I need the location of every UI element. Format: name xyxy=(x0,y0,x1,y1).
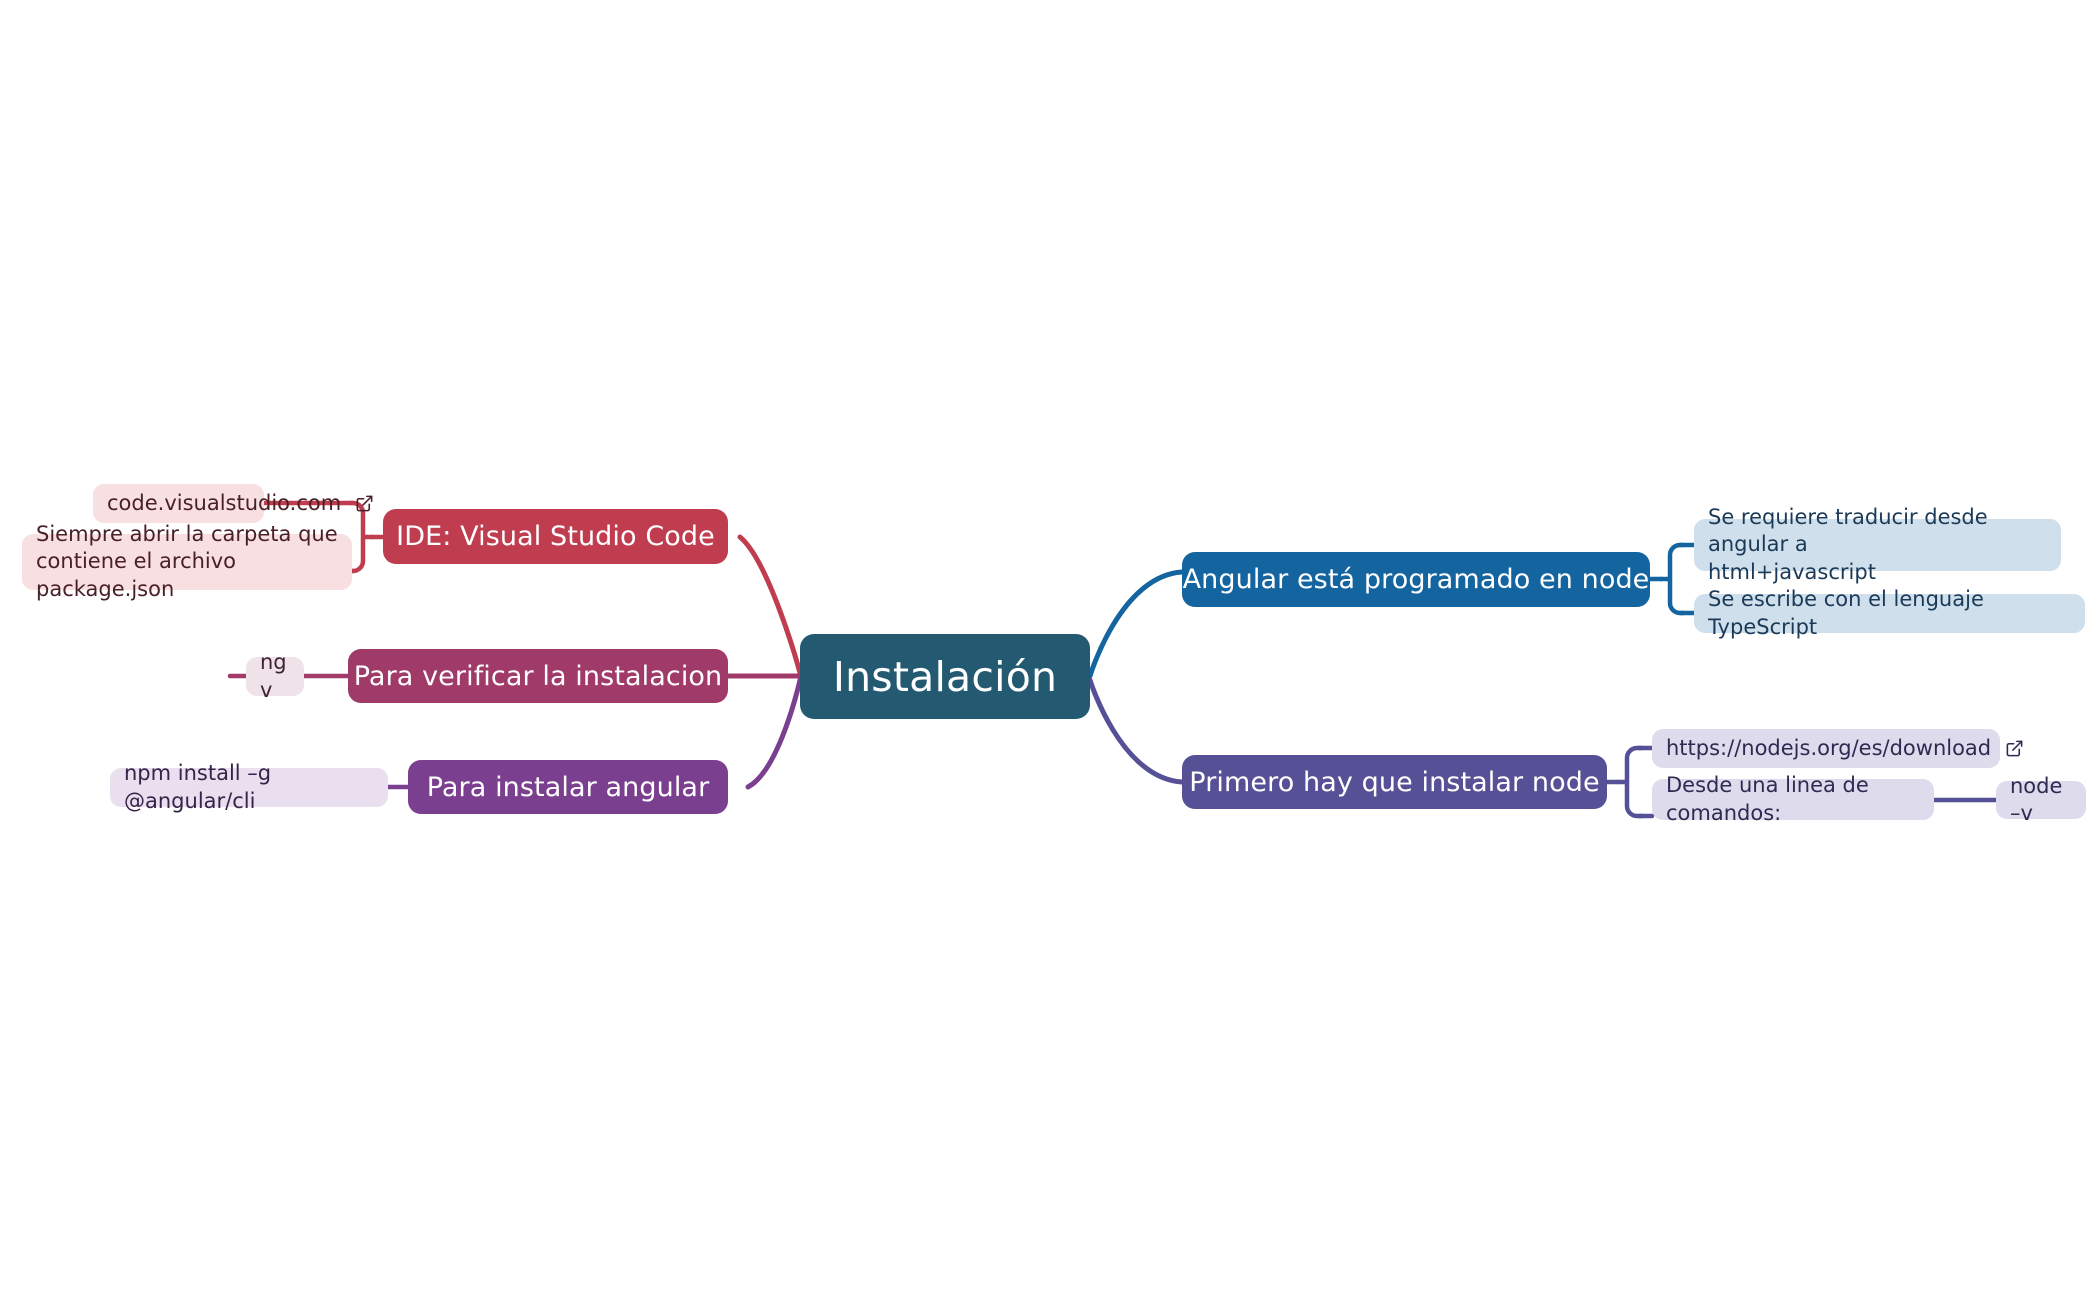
leaf-node-ng-v-label: ng v xyxy=(260,650,287,702)
external-link-icon[interactable] xyxy=(2005,739,2024,758)
edge-root-ide xyxy=(737,534,803,676)
leaf-node-linea-comandos-label: Desde una linea de comandos: xyxy=(1666,773,1869,825)
branch-node-instalar-node-label: Primero hay que instalar node xyxy=(1189,766,1600,798)
leaf-node-abrir-carpeta[interactable]: Siempre abrir la carpeta que contiene el… xyxy=(22,522,352,601)
leaf-node-traducir-html-javascript-label: Se requiere traducir desde angular a htm… xyxy=(1708,505,1988,584)
branch-node-instalar-angular-label: Para instalar angular xyxy=(426,771,710,803)
leaf-node-nodejs-download[interactable]: https://nodejs.org/es/download xyxy=(1652,729,2023,768)
edge-angular-node-bracket xyxy=(1658,542,1686,616)
root-node[interactable]: Instalación xyxy=(800,634,1090,719)
leaf-node-typescript[interactable]: Se escribe con el lenguaje TypeScript xyxy=(1694,587,2085,639)
edge-root-instalar-node xyxy=(1087,677,1185,785)
leaf-node-linea-comandos[interactable]: Desde una linea de comandos: xyxy=(1652,773,1934,825)
branch-node-instalar-angular[interactable]: Para instalar angular xyxy=(408,760,728,814)
leaf-node-node-v[interactable]: node –v xyxy=(1996,774,2086,825)
leaf-node-npm-install[interactable]: npm install –g @angular/cli xyxy=(110,761,388,813)
branch-node-angular-node[interactable]: Angular está programado en node xyxy=(1182,552,1650,607)
leaf-node-ng-v[interactable]: ng v xyxy=(246,650,304,702)
branch-node-angular-node-label: Angular está programado en node xyxy=(1182,564,1650,595)
leaf-node-code-visualstudio-label: code.visualstudio.com xyxy=(107,490,342,515)
leaf-node-node-v-label: node –v xyxy=(2010,773,2063,825)
branch-node-verificar[interactable]: Para verificar la instalacion xyxy=(348,649,728,703)
edge-root-angular-node xyxy=(1087,569,1185,679)
branch-node-ide-label: IDE: Visual Studio Code xyxy=(396,521,715,552)
edge-ide-bracket xyxy=(347,500,375,574)
external-link-icon[interactable] xyxy=(355,494,374,513)
branch-node-verificar-label: Para verificar la instalacion xyxy=(353,660,723,692)
leaf-node-typescript-label: Se escribe con el lenguaje TypeScript xyxy=(1708,587,1984,639)
branch-node-ide[interactable]: IDE: Visual Studio Code xyxy=(383,509,728,564)
leaf-node-nodejs-download-label: https://nodejs.org/es/download xyxy=(1666,735,1992,760)
leaf-node-code-visualstudio[interactable]: code.visualstudio.com xyxy=(93,484,373,523)
edge-root-instalar-angular xyxy=(745,677,803,790)
leaf-node-traducir-html-javascript[interactable]: Se requiere traducir desde angular a htm… xyxy=(1694,505,2061,584)
branch-node-instalar-node[interactable]: Primero hay que instalar node xyxy=(1182,755,1607,809)
leaf-node-npm-install-label: npm install –g @angular/cli xyxy=(124,761,272,813)
root-node-label: Instalación xyxy=(832,652,1058,701)
edge-instalar-node-bracket xyxy=(1615,745,1645,819)
leaf-node-abrir-carpeta-label: Siempre abrir la carpeta que contiene el… xyxy=(36,522,338,601)
